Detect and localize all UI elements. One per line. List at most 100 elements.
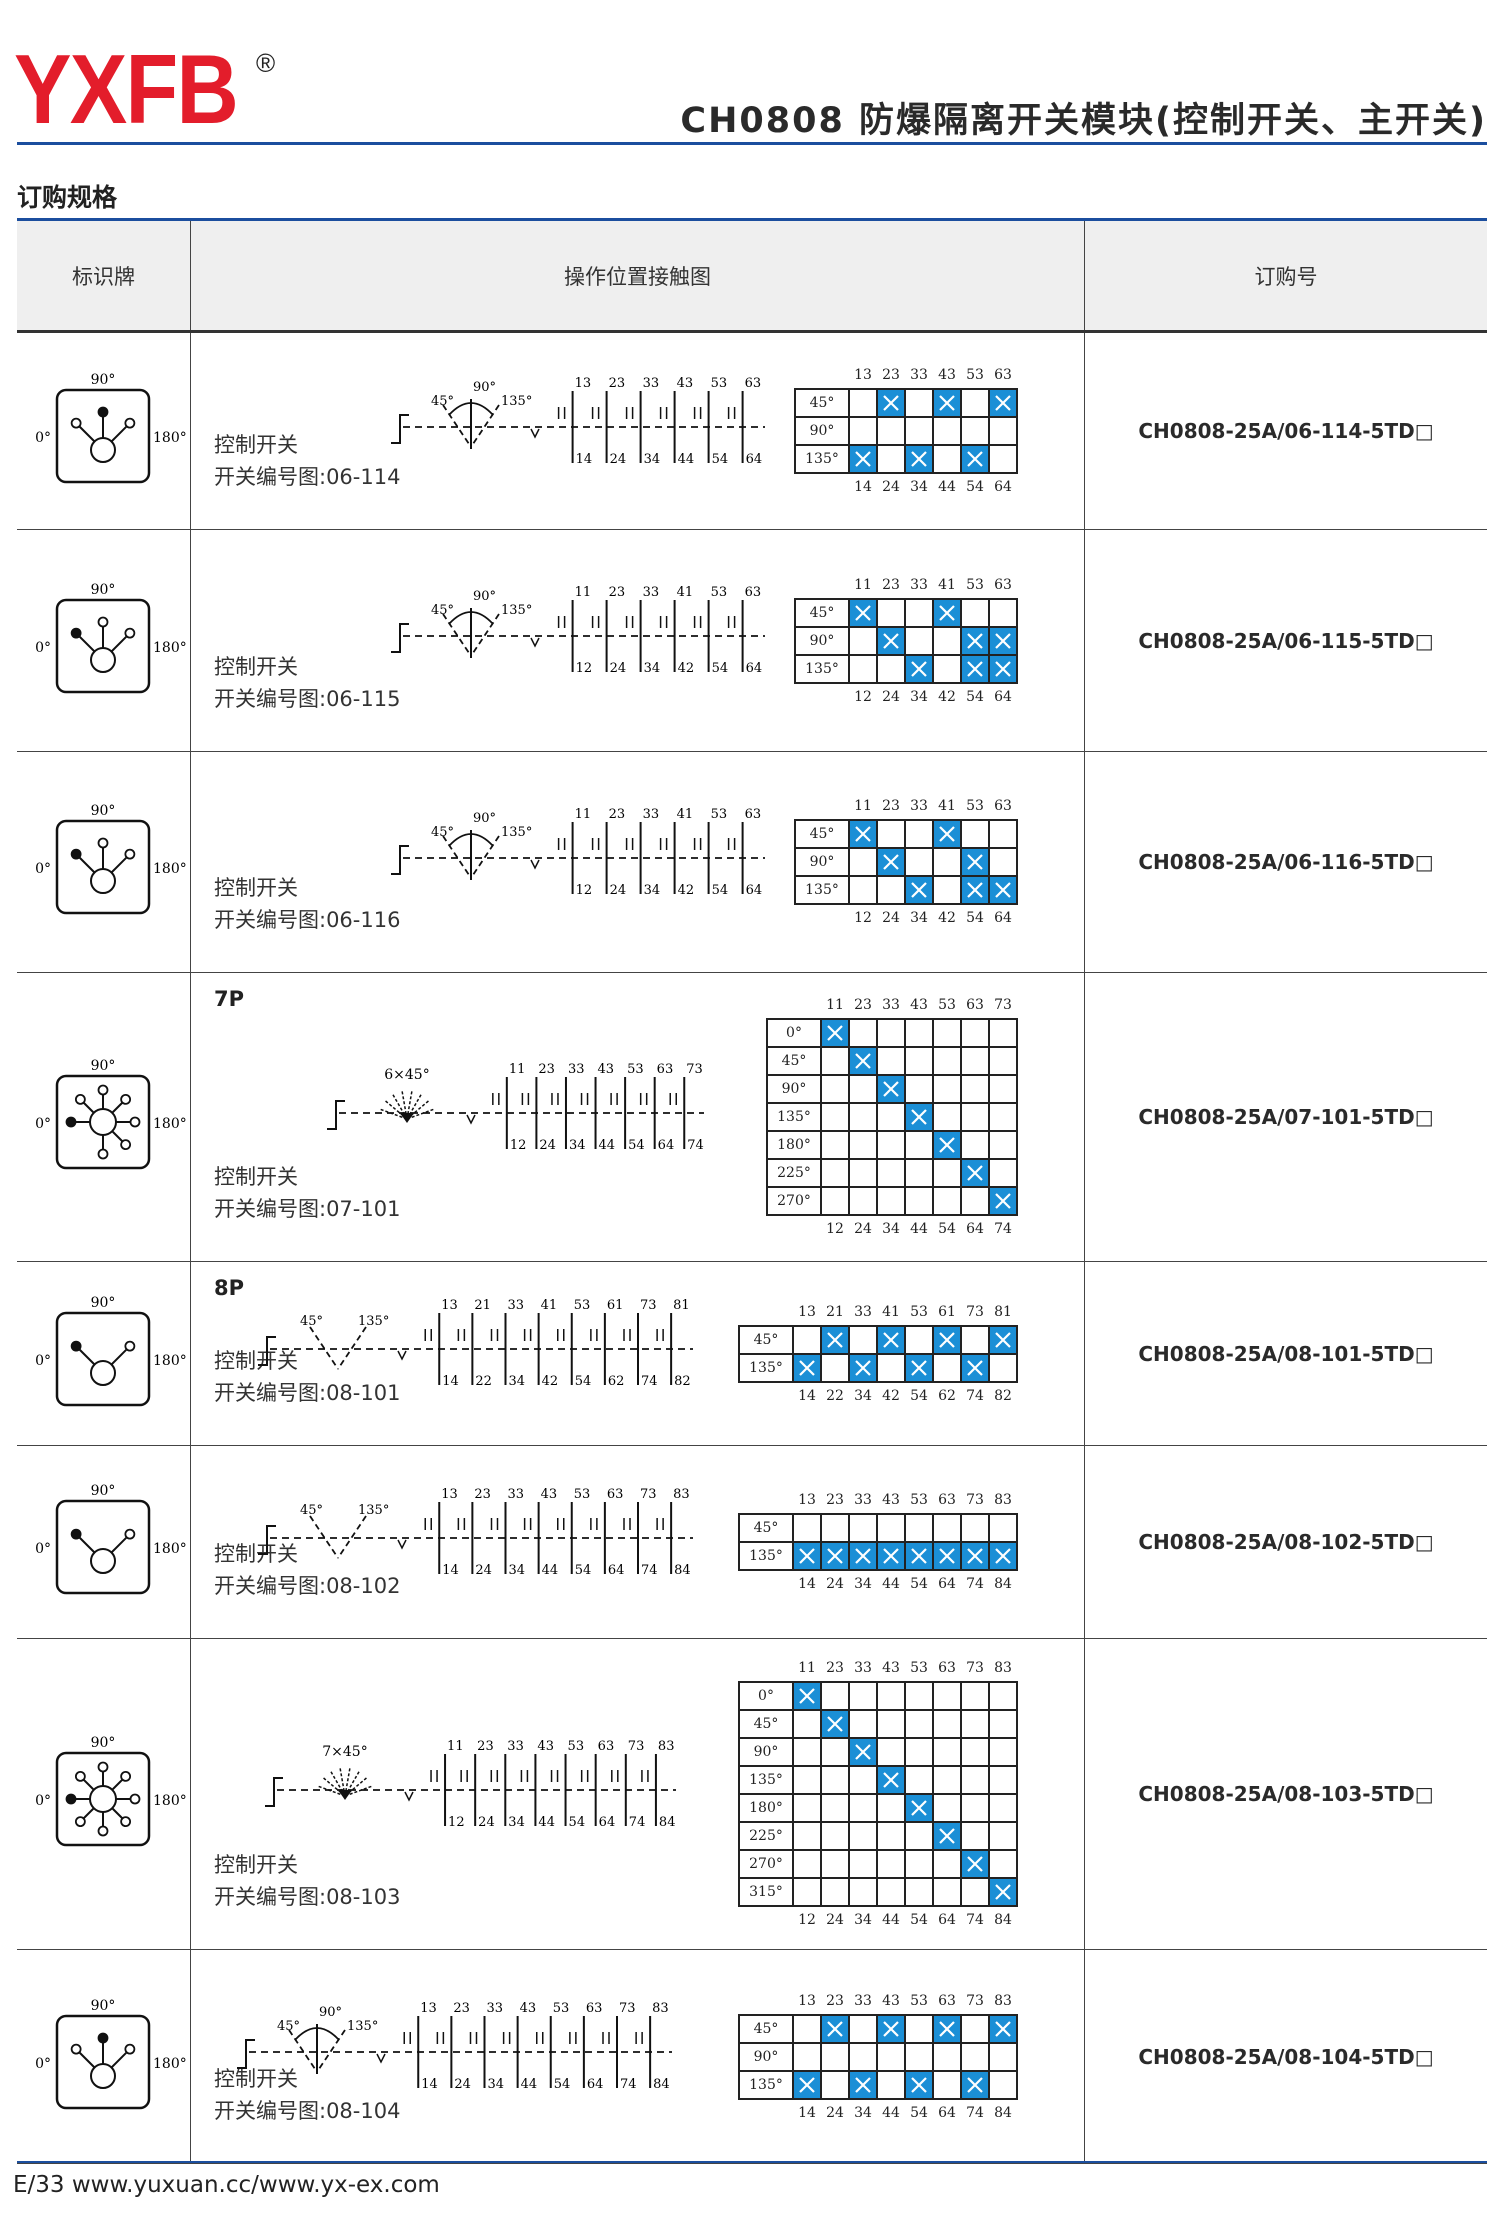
closed-x-icon — [995, 1884, 1011, 1900]
contact-open-cell — [848, 653, 878, 684]
contact-open-cell — [932, 444, 962, 474]
terminal-top: 23 — [826, 1992, 844, 2009]
terminal-top: 53 — [910, 1303, 928, 1320]
contact-open-cell — [876, 597, 906, 628]
terminal-top: 53 — [966, 576, 984, 593]
contact-closed-cell — [932, 1324, 962, 1355]
contact-open-cell — [904, 847, 934, 877]
contact-top-label: 23 — [477, 1739, 494, 1754]
closed-x-icon — [883, 1081, 899, 1097]
order-number: CH0808-25A/07-101-5TD□ — [1138, 1105, 1434, 1129]
position-row: 135° — [794, 653, 1018, 684]
order-number: CH0808-25A/08-103-5TD□ — [1138, 1782, 1434, 1806]
contact-bottom-label: 24 — [610, 883, 627, 898]
terminal-bottom: 34 — [882, 1221, 900, 1237]
dial-label-top: 90° — [90, 372, 115, 388]
contact-open-cell — [988, 1046, 1018, 1076]
closed-x-icon — [855, 1548, 871, 1564]
contact-bottom-label: 34 — [644, 883, 661, 898]
contact-closed-cell — [904, 444, 934, 474]
contact-closed-cell — [988, 1541, 1018, 1571]
contact-top-label: 63 — [586, 2001, 603, 2016]
contact-open-cell — [988, 1709, 1018, 1739]
dial-active-position — [70, 1528, 82, 1540]
contact-closed-cell — [820, 1709, 850, 1739]
contact-top-label: 33 — [643, 807, 660, 822]
position-row: 180° — [766, 1130, 1018, 1160]
position-row: 45° — [738, 1324, 1018, 1355]
contact-open-cell — [960, 1018, 990, 1048]
dial-label-left: 0° — [35, 1116, 51, 1132]
terminal-bottom: 34 — [910, 910, 928, 926]
dial-position — [97, 1148, 108, 1160]
contact-open-cell — [932, 875, 962, 905]
bottom-divider — [17, 2161, 1487, 2163]
position-angle: 90° — [794, 847, 850, 877]
terminal-bottom: 44 — [882, 1576, 900, 1592]
closed-x-icon — [883, 1548, 899, 1564]
closed-x-icon — [967, 660, 983, 677]
contact-bottom-label: 34 — [488, 2077, 505, 2092]
contact-bottom-label: 54 — [712, 452, 729, 467]
angle-label: 90° — [319, 2005, 342, 2020]
contact-open-cell — [820, 1877, 850, 1907]
terminal-top: 73 — [966, 1303, 984, 1320]
contact-open-cell — [904, 819, 934, 849]
contact-open-cell — [848, 416, 878, 446]
terminal-bottom: 12 — [826, 1221, 844, 1237]
contact-open-cell — [820, 1158, 850, 1188]
contact-open-cell — [904, 1821, 934, 1851]
contact-open-cell — [848, 625, 878, 656]
position-angle: 180° — [766, 1130, 822, 1160]
contact-open-cell — [848, 1849, 878, 1879]
contact-open-cell — [904, 597, 934, 628]
contact-bottom-label: 82 — [674, 1374, 691, 1389]
terminal-top: 43 — [882, 1660, 900, 1676]
position-row: 45° — [738, 1513, 1018, 1543]
contact-open-cell — [848, 1877, 878, 1907]
contact-open-cell — [988, 416, 1018, 446]
contact-open-cell — [932, 1046, 962, 1076]
contact-closed-cell — [932, 819, 962, 849]
terminal-top: 11 — [826, 997, 844, 1013]
contact-open-cell — [932, 1877, 962, 1907]
contact-open-cell — [876, 1046, 906, 1076]
position-angle: 135° — [738, 1352, 794, 1383]
switch-code-label: 开关编号图:08-104 — [214, 2099, 401, 2123]
terminal-top: 73 — [966, 1492, 984, 1508]
terminal-top: 43 — [938, 367, 956, 383]
order-number: CH0808-25A/08-104-5TD□ — [1138, 2044, 1434, 2069]
terminal-bottom: 54 — [938, 1221, 956, 1237]
contact-top-label: 73 — [640, 1487, 657, 1502]
terminal-top: 23 — [882, 576, 900, 593]
header-order-no: 订购号 — [1254, 264, 1318, 289]
contact-open-cell — [904, 1324, 934, 1355]
contact-top-label: 43 — [677, 376, 694, 391]
closed-x-icon — [799, 1688, 815, 1704]
closed-x-icon — [911, 1359, 927, 1376]
contact-closed-cell — [988, 875, 1018, 905]
contact-open-cell — [904, 1737, 934, 1767]
dial-position — [74, 1770, 86, 1782]
terminal-bottom: 74 — [966, 1576, 984, 1592]
contact-top-label: 53 — [574, 1487, 591, 1502]
closed-x-icon — [939, 1828, 955, 1844]
dial-label-top: 90° — [90, 1998, 115, 2014]
dial-label-right: 180° — [153, 1541, 187, 1557]
closed-x-icon — [799, 1548, 815, 1564]
closed-x-icon — [995, 1548, 1011, 1564]
terminal-bottom: 14 — [854, 479, 872, 495]
contact-bottom-label: 64 — [658, 1138, 675, 1153]
position-angle: 225° — [766, 1158, 822, 1188]
terminal-top: 63 — [994, 576, 1012, 593]
contact-top-label: 83 — [673, 1487, 690, 1502]
section-divider — [17, 218, 1487, 221]
contact-closed-cell — [848, 1046, 878, 1076]
